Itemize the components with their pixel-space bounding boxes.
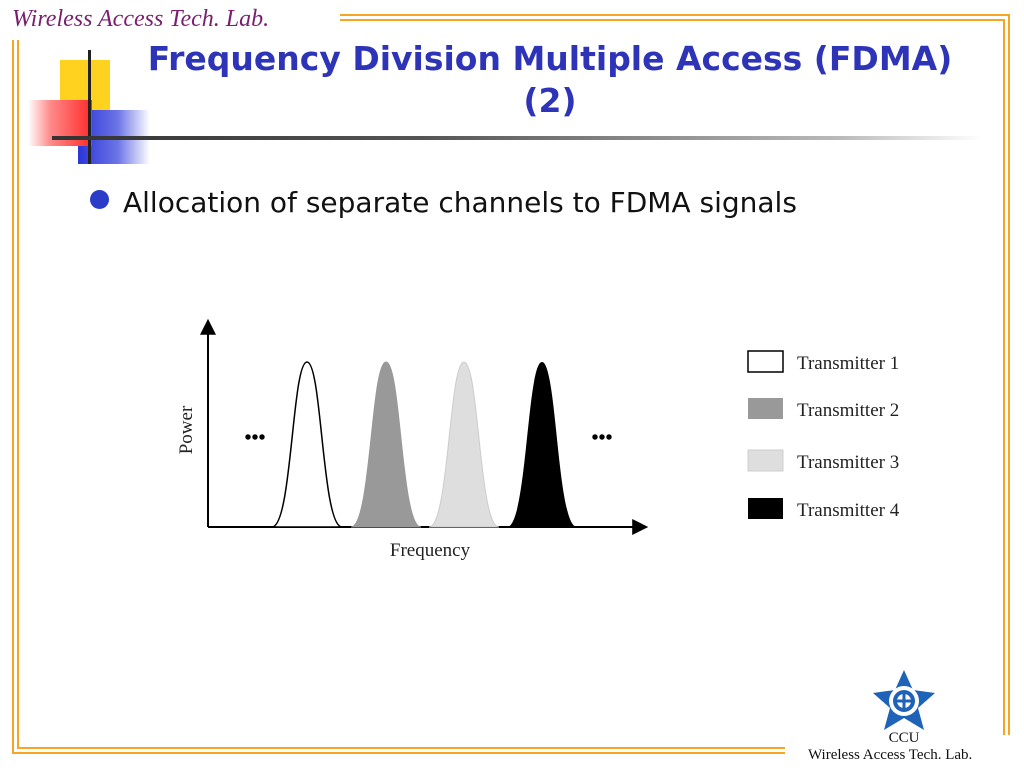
transmitter-2-band [351,362,421,527]
legend-label-3: Transmitter 3 [797,452,899,473]
right-ellipsis: ••• [591,427,612,449]
ccu-logo-icon [873,670,935,730]
legend: Transmitter 1 Transmitter 2 Transmitter … [748,351,900,521]
legend-swatch-1 [748,351,783,372]
legend-swatch-2 [748,398,783,419]
x-axis-label: Frequency [390,540,471,561]
footer-org: CCU [880,730,928,747]
left-ellipsis: ••• [244,427,265,449]
legend-swatch-3 [748,450,783,471]
y-axis-label: Power [176,405,197,454]
transmitter-4-band [507,362,577,527]
legend-swatch-4 [748,498,783,519]
transmitter-3-band [429,362,499,527]
legend-label-2: Transmitter 2 [797,400,899,421]
legend-label-1: Transmitter 1 [797,353,899,374]
legend-label-4: Transmitter 4 [797,500,900,521]
transmitter-1-band [272,362,342,527]
footer-lab: Wireless Access Tech. Lab. [808,747,972,764]
